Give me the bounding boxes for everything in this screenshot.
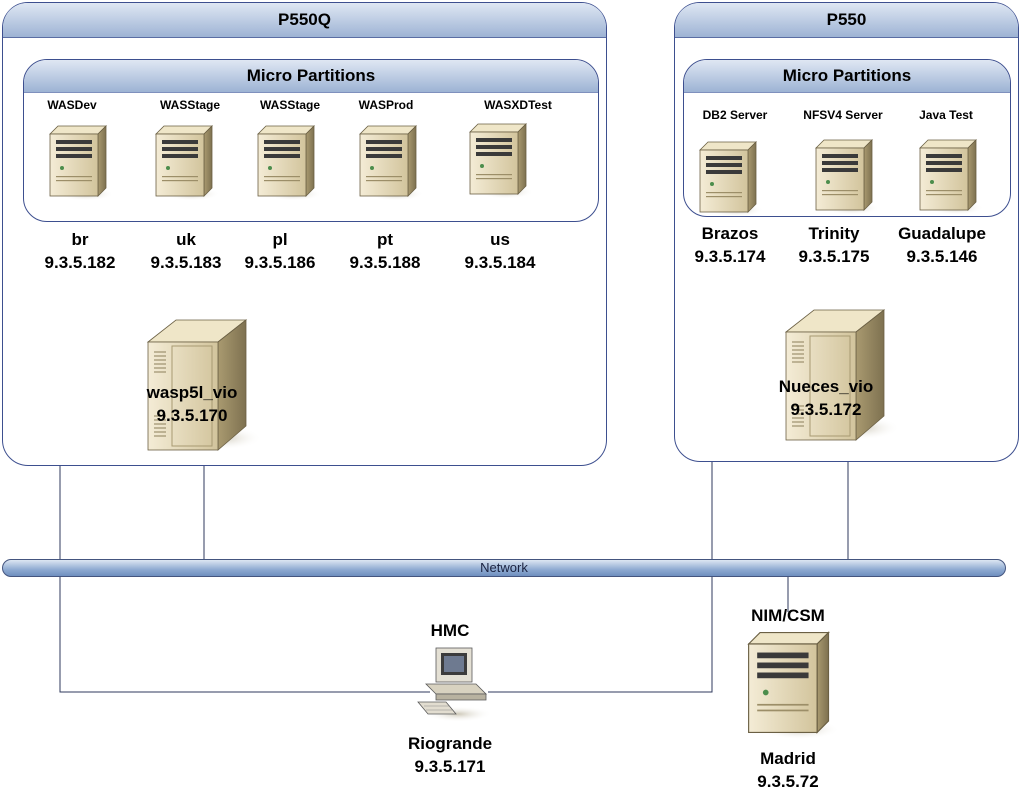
nim-server-icon: [740, 624, 840, 741]
host-label: uk: [176, 230, 196, 249]
hmc-title: HMC: [430, 621, 470, 640]
vio-left-ip: 9.3.5.170: [156, 406, 228, 425]
vio-right-label: Nueces_vio 9.3.5.172: [746, 375, 906, 421]
partition-name-wasdev: WASDev: [47, 98, 97, 112]
host-pt: pt 9.3.5.188: [305, 228, 465, 274]
nim-label: Madrid 9.3.5.72: [708, 747, 868, 793]
host-pl: pl 9.3.5.186: [200, 228, 360, 274]
p550q-micro-partitions-title: Micro Partitions: [24, 60, 598, 93]
server-icon-wasprod: [354, 120, 424, 202]
p550-micro-partitions-title: Micro Partitions: [684, 60, 1010, 93]
server-icon-wasstage-pl: [252, 120, 322, 202]
vio-left-name: wasp5l_vio: [146, 383, 238, 402]
server-icon-db2-server: [694, 136, 764, 218]
host-trinity: Trinity 9.3.5.175: [754, 222, 914, 268]
hmc-ip: 9.3.5.171: [414, 757, 486, 776]
host-br: br 9.3.5.182: [0, 228, 160, 274]
host-uk: uk 9.3.5.183: [106, 228, 266, 274]
ip-label: 9.3.5.183: [150, 253, 222, 272]
vio-right-name: Nueces_vio: [778, 377, 874, 396]
ip-label: 9.3.5.182: [44, 253, 116, 272]
ip-label: 9.3.5.146: [906, 247, 978, 266]
hmc-label: Riogrande 9.3.5.171: [370, 732, 530, 778]
ip-label: 9.3.5.186: [244, 253, 316, 272]
host-label: br: [71, 230, 89, 249]
vio-left-label: wasp5l_vio 9.3.5.170: [112, 381, 272, 427]
server-icon-nfsv4-server: [810, 134, 880, 216]
partition-name-db2-server: DB2 Server: [702, 108, 768, 122]
server-icon-java-test: [914, 134, 984, 216]
nim-ip: 9.3.5.72: [757, 772, 819, 791]
host-label: Trinity: [808, 224, 860, 243]
host-guadalupe: Guadalupe 9.3.5.146: [862, 222, 1020, 268]
p550-title: P550: [675, 3, 1018, 38]
host-us: us 9.3.5.184: [420, 228, 580, 274]
host-label: pt: [376, 230, 394, 249]
p550q-title: P550Q: [3, 3, 606, 38]
connector-hmc-left: [59, 577, 430, 693]
host-label: pl: [272, 230, 288, 249]
connector-hmc-right: [488, 577, 713, 693]
server-icon-wasxdtest: [464, 118, 534, 200]
partition-name-wasprod: WASProd: [358, 98, 414, 112]
ip-label: 9.3.5.184: [464, 253, 536, 272]
server-icon-wasdev: [44, 120, 114, 202]
network-label: Network: [480, 560, 528, 575]
hmc-workstation-icon: [416, 644, 496, 724]
network-bus: Network: [2, 559, 1006, 577]
nim-name: Madrid: [760, 749, 816, 768]
ip-label: 9.3.5.188: [349, 253, 421, 272]
host-label: Brazos: [701, 224, 759, 243]
host-label: us: [490, 230, 510, 249]
server-icon-wasstage-uk: [150, 120, 220, 202]
partition-name-wasstage-uk: WASStage: [159, 98, 220, 112]
nim-title: NIM/CSM: [751, 606, 825, 625]
partition-name-wasxdtest: WASXDTest: [484, 98, 552, 112]
hmc-name: Riogrande: [407, 734, 493, 753]
partition-name-java-test: Java Test: [919, 108, 973, 122]
partition-name-wasstage-pl: WASStage: [259, 98, 320, 112]
vio-right-ip: 9.3.5.172: [790, 400, 862, 419]
ip-label: 9.3.5.174: [694, 247, 766, 266]
partition-name-nfsv4-server: NFSV4 Server: [803, 108, 883, 122]
host-label: Guadalupe: [898, 224, 986, 243]
ip-label: 9.3.5.175: [798, 247, 870, 266]
host-brazos: Brazos 9.3.5.174: [650, 222, 810, 268]
